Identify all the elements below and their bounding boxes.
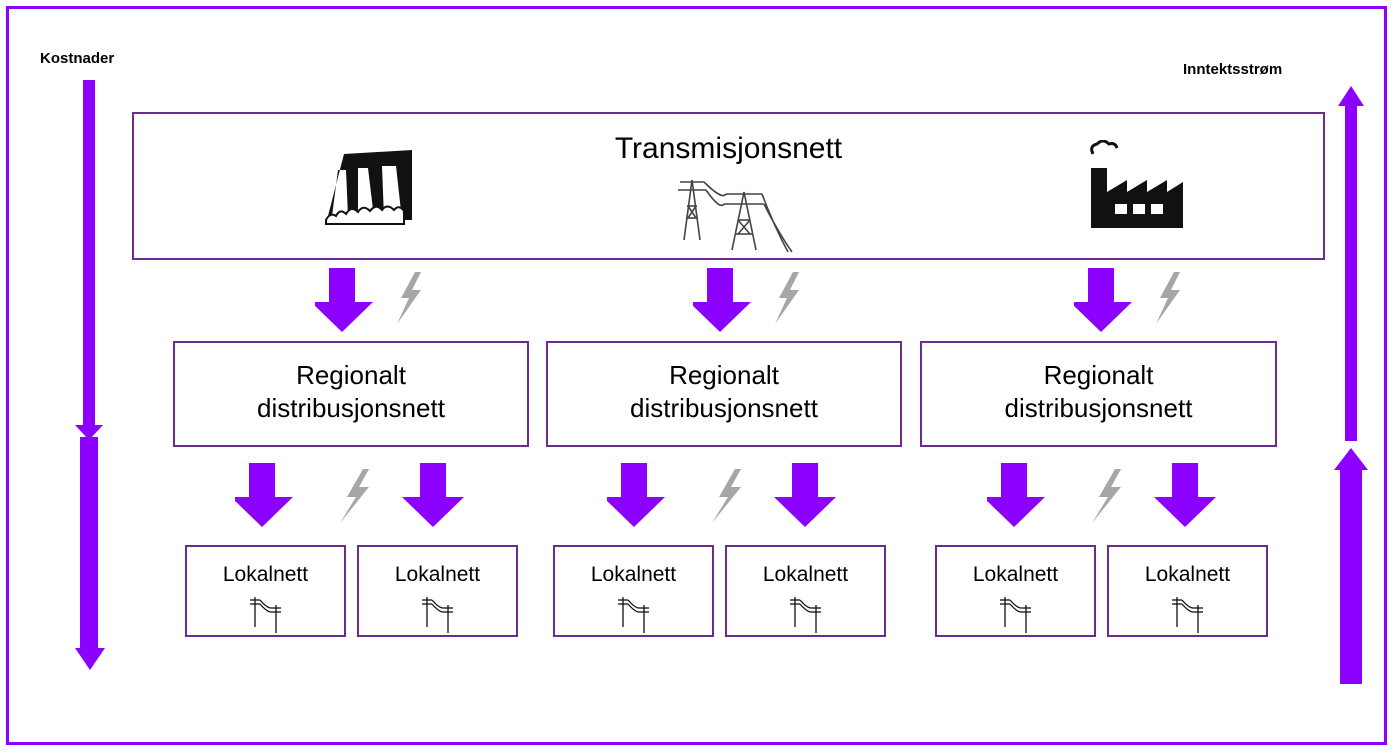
down-arrow (693, 268, 751, 332)
factory-icon (1090, 140, 1183, 228)
local-box: Lokalnett (935, 545, 1096, 637)
local-box: Lokalnett (357, 545, 518, 637)
regional-title-line1: Regionalt (1043, 360, 1154, 390)
down-arrow (235, 463, 293, 527)
flow-group-1 (315, 268, 421, 332)
regional-title-line1: Regionalt (669, 360, 779, 390)
local-title: Lokalnett (222, 563, 309, 586)
down-arrow (1154, 463, 1216, 527)
revenue-arrow (1334, 86, 1368, 684)
local-flow-group-3 (987, 463, 1216, 527)
regional-title-line2: distribusjonsnett (1004, 393, 1193, 423)
lightning-icon (712, 469, 741, 523)
power-pole-icon (790, 597, 821, 633)
regional-title-line1: Regionalt (296, 360, 406, 390)
lightning-icon (775, 272, 799, 324)
power-pole-icon (1172, 597, 1203, 633)
lightning-icon (397, 272, 421, 324)
transmission-title: Transmisjonsnett (614, 132, 843, 165)
power-pole-icon (250, 597, 281, 633)
local-title: Lokalnett (590, 563, 677, 586)
local-box: Lokalnett (1107, 545, 1268, 637)
power-pole-icon (422, 597, 453, 633)
flow-group-2 (693, 268, 799, 332)
local-flow-group-1 (235, 463, 464, 527)
local-box: Lokalnett (725, 545, 886, 637)
local-flow-group-2 (607, 463, 836, 527)
lightning-icon (340, 469, 369, 523)
regional-box-1: Regionalt distribusjonsnett (173, 341, 529, 447)
revenue-label: Inntektsstrøm (1183, 61, 1283, 78)
local-box: Lokalnett (185, 545, 346, 637)
lightning-icon (1156, 272, 1180, 324)
local-title: Lokalnett (394, 563, 481, 586)
revenue-arrow-lower (1334, 448, 1368, 684)
regional-box-3: Regionalt distribusjonsnett (920, 341, 1277, 447)
down-arrow (1074, 268, 1132, 332)
costs-label: Kostnader (40, 50, 115, 67)
down-arrow (607, 463, 665, 527)
down-arrow (987, 463, 1045, 527)
lightning-icon (1092, 469, 1121, 523)
regional-title-line2: distribusjonsnett (630, 393, 818, 423)
local-box: Lokalnett (553, 545, 714, 637)
local-title: Lokalnett (972, 563, 1059, 586)
costs-arrow-lower (75, 437, 105, 670)
transmission-box: Transmisjonsnett (132, 112, 1325, 260)
down-arrow (315, 268, 373, 332)
costs-arrow (75, 80, 105, 670)
local-title: Lokalnett (1144, 563, 1231, 586)
hydropower-dam-icon (325, 150, 412, 225)
transmission-tower-icon (678, 179, 793, 253)
regional-title-line2: distribusjonsnett (257, 393, 445, 423)
local-title: Lokalnett (762, 563, 849, 586)
revenue-arrow-upper (1338, 86, 1364, 441)
power-pole-icon (1000, 597, 1031, 633)
flow-group-3 (1074, 268, 1180, 332)
regional-box-2: Regionalt distribusjonsnett (546, 341, 902, 447)
down-arrow (402, 463, 464, 527)
down-arrow (774, 463, 836, 527)
costs-arrow-upper (75, 80, 103, 440)
power-pole-icon (618, 597, 649, 633)
